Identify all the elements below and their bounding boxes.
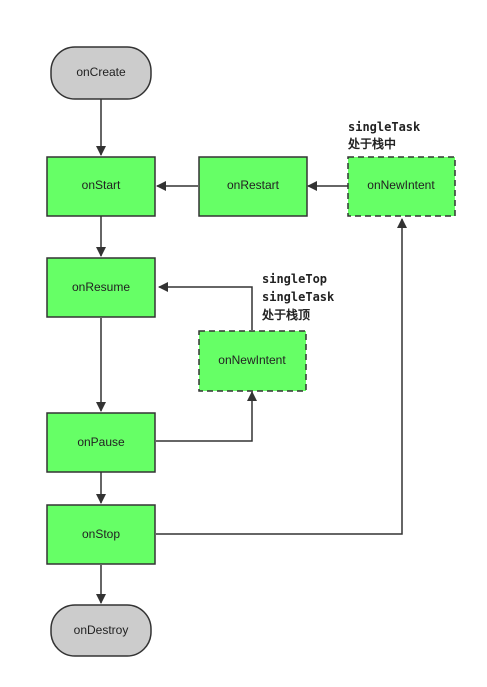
- arrow-pause-to-newintent-top: [156, 391, 257, 442]
- note-task-line2: 处于栈中: [347, 136, 396, 151]
- note-top-line2: singleTask: [262, 290, 335, 304]
- node-onstart-label: onStart: [82, 178, 121, 192]
- note-top-line1: singleTop: [262, 272, 327, 286]
- node-oncreate-label: onCreate: [76, 65, 126, 79]
- node-onresume: onResume: [46, 257, 156, 318]
- node-onnewintent-task-label: onNewIntent: [367, 178, 435, 192]
- node-oncreate: onCreate: [50, 46, 152, 100]
- note-task-line1: singleTask: [348, 120, 421, 134]
- note-top-of-stack: singleTop singleTask 处于栈顶: [261, 272, 335, 322]
- arrow-stop-to-newintent-task: [156, 218, 407, 535]
- note-top-line3: 处于栈顶: [261, 307, 310, 322]
- node-onnewintent-task: onNewIntent: [347, 156, 456, 217]
- node-onstart: onStart: [46, 156, 156, 217]
- node-onrestart-label: onRestart: [227, 178, 280, 192]
- node-onpause-label: onPause: [77, 435, 125, 449]
- node-onpause: onPause: [46, 412, 156, 473]
- node-onstop-label: onStop: [82, 527, 120, 541]
- node-onresume-label: onResume: [72, 280, 130, 294]
- connectors: [96, 99, 407, 604]
- arrow-newintent-top-to-resume: [158, 282, 253, 330]
- node-ondestroy-label: onDestroy: [74, 623, 129, 637]
- node-onnewintent-top: onNewIntent: [198, 330, 307, 392]
- note-singletask-in-stack: singleTask 处于栈中: [347, 120, 421, 151]
- node-onnewintent-top-label: onNewIntent: [218, 353, 286, 367]
- node-onrestart: onRestart: [198, 156, 308, 217]
- node-ondestroy: onDestroy: [50, 604, 152, 657]
- node-onstop: onStop: [46, 504, 156, 565]
